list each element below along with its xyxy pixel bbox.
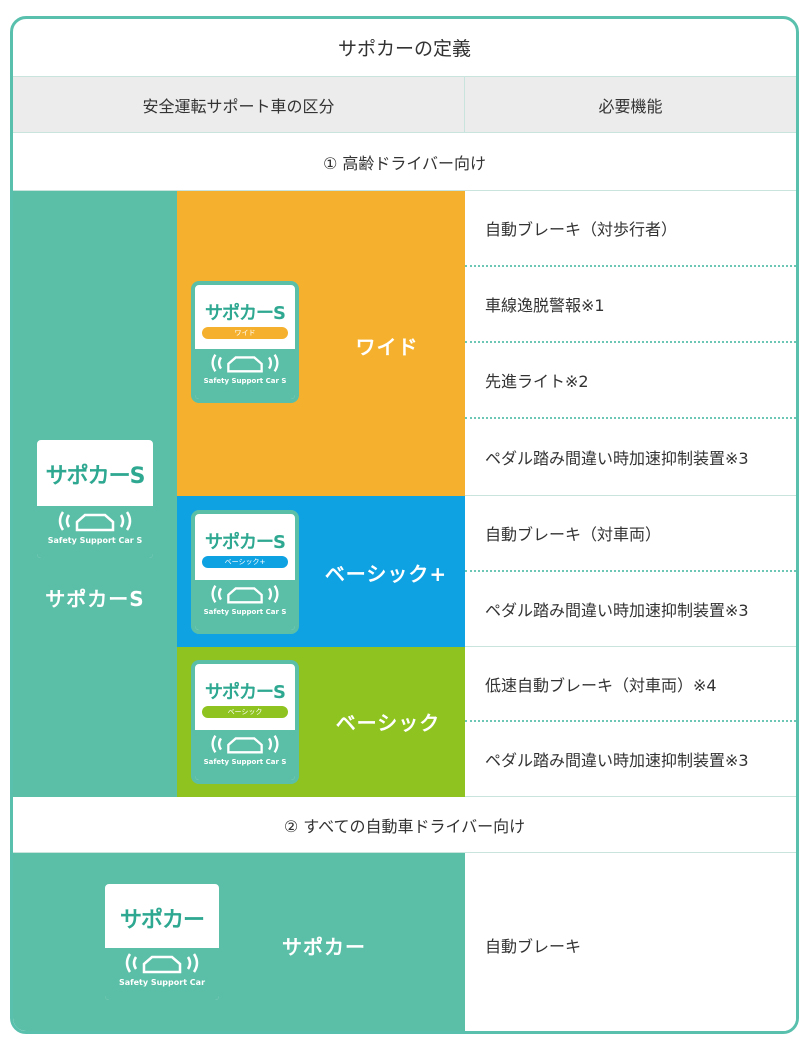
table-title: サポカーの定義	[13, 19, 796, 77]
logo-footer: Safety Support Car	[118, 978, 206, 987]
feature-item: 自動ブレーキ	[465, 853, 796, 1031]
category-supocar: サポカー Safety Support Car サポカー	[13, 853, 465, 1031]
supocar-s-logo: サポカーS Safety Support Car S	[33, 436, 157, 562]
category-label: ワイド	[355, 335, 419, 359]
feature-item: 車線逸脱警報※1	[465, 267, 796, 343]
feature-item: ペダル踏み間違い時加速抑制装置※3	[465, 572, 796, 647]
category-label: ベーシック	[335, 711, 441, 735]
logo-tag: ワイド	[202, 327, 288, 339]
car-icon	[58, 511, 132, 532]
logo-text: サポカーS	[205, 303, 286, 324]
logo-text: サポカー	[119, 908, 205, 933]
feature-item: 低速自動ブレーキ（対車両）※4	[465, 647, 796, 722]
logo-band: Safety Support Car	[105, 948, 219, 1000]
car-icon	[125, 953, 199, 974]
section-elderly-drivers: ① 高齢ドライバー向け	[13, 133, 796, 191]
header-features: 必要機能	[465, 77, 796, 133]
section-all-drivers: ② すべての自動車ドライバー向け	[13, 797, 796, 853]
feature-item: ペダル踏み間違い時加速抑制装置※3	[465, 419, 796, 496]
logo-text: サポカーS	[45, 464, 146, 489]
logo-band: Safety Support Car S	[195, 349, 295, 399]
definition-table: サポカーの定義 安全運転サポート車の区分 必要機能 ① 高齢ドライバー向け サポ…	[10, 16, 799, 1034]
feature-item: 自動ブレーキ（対歩行者）	[465, 191, 796, 267]
wide-logo: サポカーS ワイド Safety Support Car S	[191, 281, 299, 403]
category-label: サポカー	[282, 935, 366, 959]
logo-footer: Safety Support Car S	[203, 608, 287, 616]
feature-item: 自動ブレーキ（対車両）	[465, 496, 796, 572]
header-category: 安全運転サポート車の区分	[13, 77, 465, 133]
logo-band: Safety Support Car S	[195, 730, 295, 780]
logo-tag: ベーシック+	[202, 556, 288, 568]
feature-item: ペダル踏み間違い時加速抑制装置※3	[465, 722, 796, 797]
logo-footer: Safety Support Car S	[203, 377, 287, 385]
category-wide: サポカーS ワイド Safety Support Car S ワイド	[177, 191, 465, 496]
category-basic: サポカーS ベーシック Safety Support Car S ベーシック	[177, 647, 465, 797]
logo-footer: Safety Support Car S	[203, 758, 287, 766]
logo-band: Safety Support Car S	[195, 580, 295, 630]
category-label: サポカーS	[45, 587, 145, 611]
feature-item: 先進ライト※2	[465, 343, 796, 419]
logo-band: Safety Support Car S	[37, 506, 153, 558]
logo-footer: Safety Support Car S	[47, 536, 143, 545]
logo-tag: ベーシック	[202, 706, 288, 718]
logo-text: サポカーS	[205, 682, 286, 703]
basic-plus-logo: サポカーS ベーシック+ Safety Support Car S	[191, 510, 299, 634]
category-label: ベーシック+	[324, 562, 448, 586]
car-icon	[211, 585, 279, 604]
basic-logo: サポカーS ベーシック Safety Support Car S	[191, 660, 299, 784]
category-supocar-s: サポカーS Safety Support Car S サポカーS	[13, 191, 177, 797]
car-icon	[211, 735, 279, 754]
car-icon	[211, 354, 279, 373]
supocar-logo: サポカー Safety Support Car	[101, 880, 223, 1004]
logo-text: サポカーS	[205, 532, 286, 553]
category-basic-plus: サポカーS ベーシック+ Safety Support Car S ベーシック+	[177, 496, 465, 647]
